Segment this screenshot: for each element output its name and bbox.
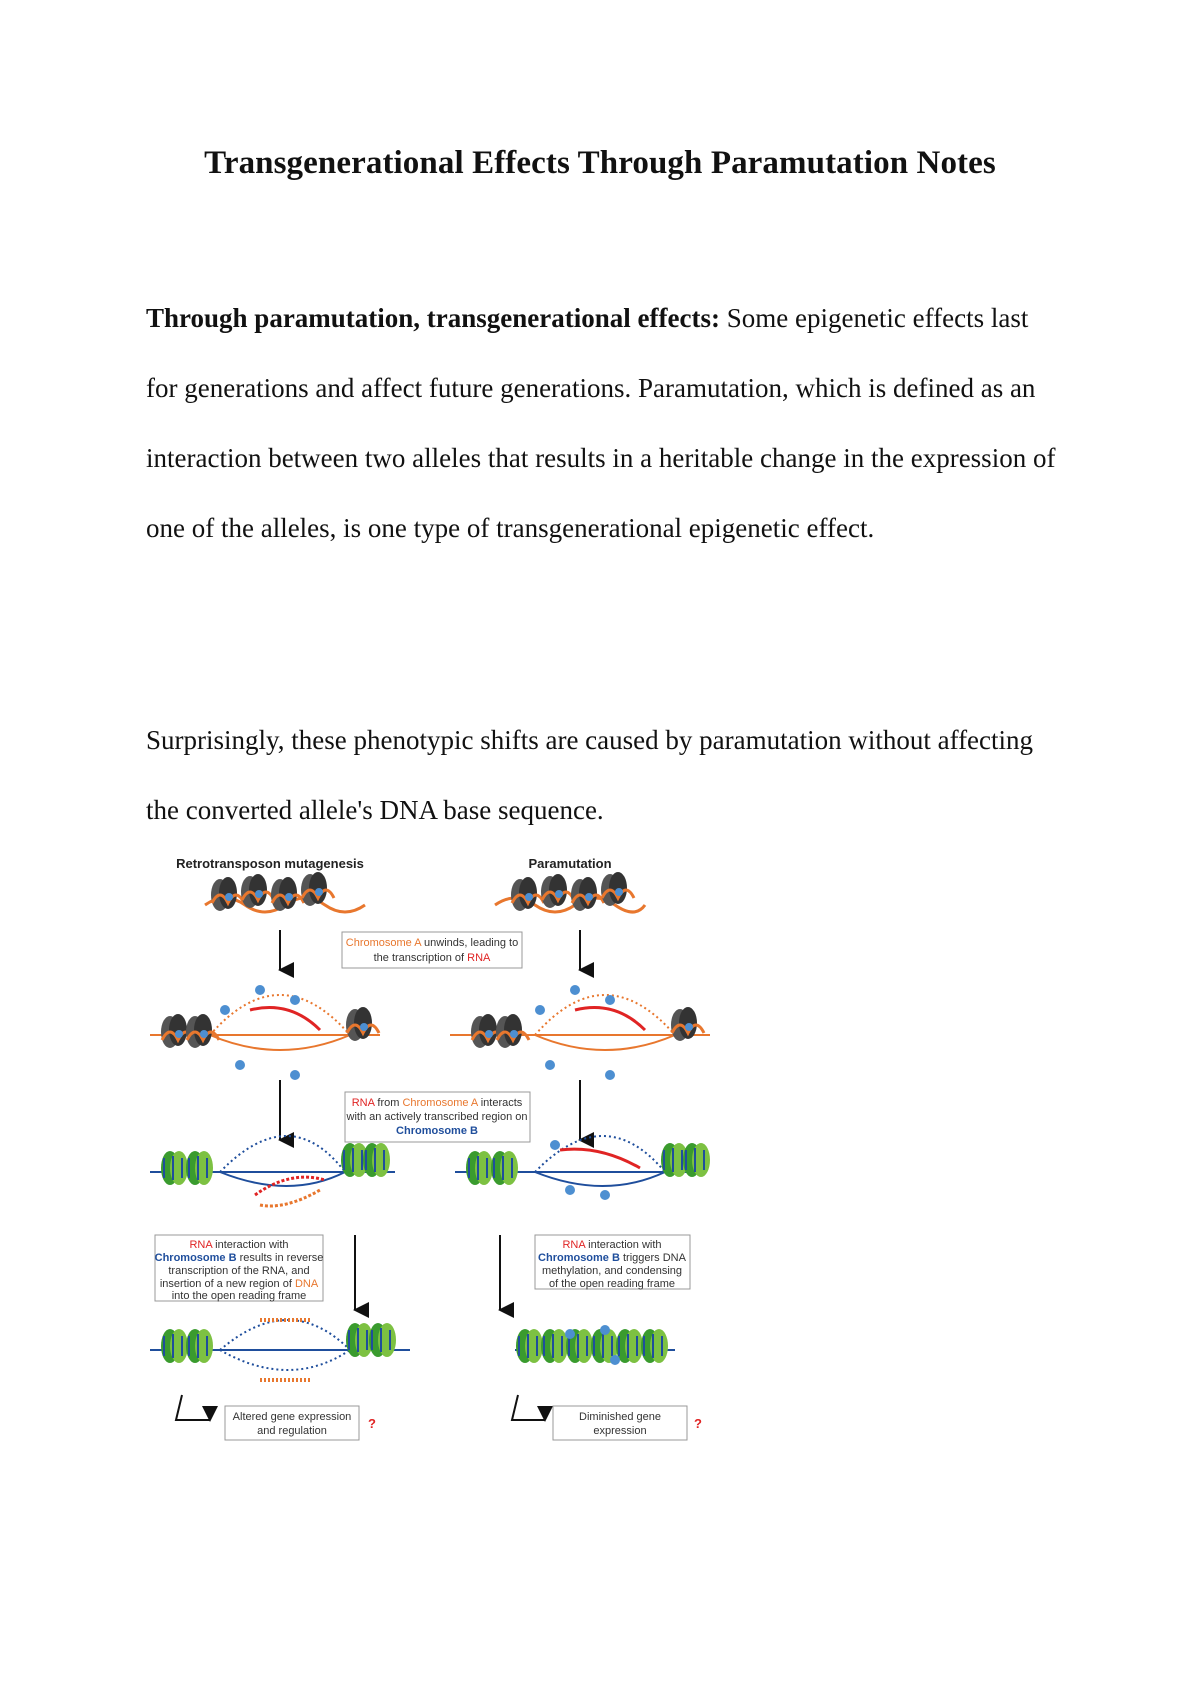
annotation-box-3: RNA interaction with Chromosome B result… [154,1234,324,1302]
paragraph-2: Surprisingly, these phenotypic shifts ar… [146,725,1034,825]
svg-text:with an actively transcribed r: with an actively transcribed region on [346,1111,528,1123]
paragraph-1: Through paramutation, transgenerational … [146,283,1066,563]
condensed-green-chromatin [515,1325,675,1365]
annotation-box-1: Chromosome A unwinds, leading to the tra… [341,931,523,969]
svg-text:methylation, and condensing: methylation, and condensing [542,1265,682,1277]
svg-text:of the open reading frame: of the open reading frame [549,1278,675,1290]
svg-text:into the open reading frame: into the open reading frame [172,1290,307,1302]
result-box-right: Diminished gene expression [552,1405,688,1441]
svg-text:RNA from Chromosome A interact: RNA from Chromosome A interacts [352,1097,523,1109]
page-title: Transgenerational Effects Through Paramu… [204,145,996,181]
svg-text:Chromosome B results in revers: Chromosome B results in reverse [155,1252,324,1264]
svg-text:transcription of the RNA, and: transcription of the RNA, and [168,1265,309,1277]
paragraph-1-body: Some epigenetic effects last for generat… [146,303,1056,543]
unwinding-transcription-left [150,985,381,1080]
svg-text:RNA interaction with: RNA interaction with [189,1239,288,1251]
svg-text:and regulation: and regulation [257,1425,327,1437]
question-mark-left: ? [368,1416,376,1431]
question-mark-right: ? [694,1416,702,1431]
rna-interaction-left [150,1135,395,1208]
annotation-box-4: RNA interaction with Chromosome B trigge… [534,1234,691,1290]
svg-text:Diminished gene: Diminished gene [579,1411,661,1423]
condensed-chromatin-left [204,870,366,914]
rna-interaction-right [455,1135,711,1200]
svg-text:insertion of a new region of D: insertion of a new region of DNA [160,1278,319,1290]
paramutation-diagram: Retrotransposon mutagenesis Paramutation… [150,850,780,1500]
paragraph-1-lead: Through paramutation, transgenerational … [146,303,720,333]
svg-text:Altered gene expression: Altered gene expression [233,1411,352,1423]
inserted-dna-chromatin [150,1318,410,1382]
svg-text:the transcription of RNA: the transcription of RNA [374,952,491,964]
svg-text:Chromosome B triggers DNA: Chromosome B triggers DNA [538,1252,687,1264]
result-box-left: Altered gene expression and regulation [224,1405,360,1441]
svg-text:RNA interaction with: RNA interaction with [562,1239,661,1251]
svg-text:expression: expression [593,1425,646,1437]
svg-text:Chromosome B: Chromosome B [396,1125,478,1137]
left-column-heading: Retrotransposon mutagenesis [176,856,364,871]
right-column-heading: Paramutation [528,856,611,871]
svg-text:Chromosome A unwinds, leading: Chromosome A unwinds, leading to [346,937,518,949]
unwinding-transcription-right [450,985,710,1080]
condensed-chromatin-right [494,870,647,914]
annotation-box-2: RNA from Chromosome A interacts with an … [344,1091,531,1143]
